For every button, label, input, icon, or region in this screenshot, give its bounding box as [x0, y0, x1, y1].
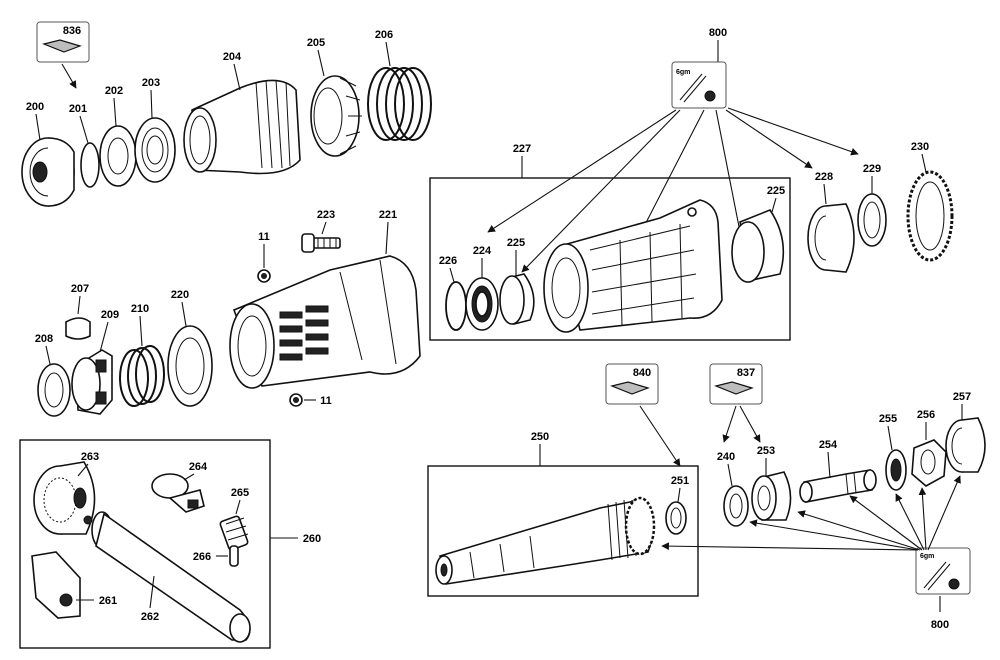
label-262: 262: [141, 611, 159, 623]
part-256: 256: [911, 409, 947, 487]
label-204: 204: [223, 51, 242, 63]
label-230: 230: [911, 141, 929, 153]
label-224: 224: [473, 245, 492, 257]
part-255: 255: [879, 413, 907, 491]
callout-836: 836: [36, 21, 90, 89]
part-250-spindle: [435, 496, 656, 585]
label-257: 257: [953, 391, 971, 403]
part-motor-housing: [543, 199, 723, 333]
part-224: 224: [465, 245, 499, 331]
callout-837: 837: [709, 363, 763, 443]
part-220: 220: [167, 289, 213, 407]
part-204: 204: [183, 51, 301, 175]
label-220: 220: [171, 289, 189, 301]
label-205: 205: [307, 37, 325, 49]
part-240: 240: [717, 451, 749, 527]
group-260: 260: [19, 439, 321, 649]
label-240: 240: [717, 451, 735, 463]
part-226: 226: [439, 255, 467, 331]
part-261: 261: [31, 551, 117, 619]
part-11-top: 11: [257, 231, 271, 283]
part-225-inner: 225: [499, 237, 535, 325]
label-265: 265: [231, 487, 249, 499]
label-201: 201: [69, 103, 87, 115]
part-200: 200: [21, 101, 75, 207]
group-227: 227: [429, 143, 791, 341]
part-223: 223: [301, 209, 341, 253]
part-257: 257: [945, 391, 986, 473]
label-203: 203: [142, 77, 160, 89]
label-253: 253: [757, 445, 775, 457]
part-253: 253: [751, 445, 792, 521]
part-262: 262: [83, 511, 251, 643]
part-229: 229: [857, 163, 887, 247]
label-225-inner: 225: [507, 237, 525, 249]
callout-800-bottom: 6gm 800: [661, 475, 971, 631]
part-251: 251: [665, 475, 689, 535]
part-206: 206: [367, 29, 432, 141]
label-251: 251: [671, 475, 689, 487]
part-11-bottom: 11: [289, 393, 332, 407]
label-227: 227: [513, 143, 531, 155]
label-229: 229: [863, 163, 881, 175]
label-11-bottom: 11: [320, 395, 332, 407]
part-208: 208: [35, 333, 71, 417]
label-260: 260: [303, 533, 321, 545]
label-206: 206: [375, 29, 393, 41]
part-265: 265: [219, 487, 249, 551]
part-230: 230: [906, 141, 954, 262]
label-223: 223: [317, 209, 335, 221]
group-250: 250: [427, 431, 699, 597]
label-263: 263: [81, 451, 99, 463]
callout-800-top: 800 6gm: [487, 27, 859, 317]
grease-label-bottom: 6gm: [920, 553, 934, 560]
part-263: 263: [33, 451, 99, 535]
label-250: 250: [531, 431, 549, 443]
part-254: 254: [799, 439, 877, 503]
label-202: 202: [105, 85, 123, 97]
part-264: 264: [151, 461, 208, 513]
label-255: 255: [879, 413, 897, 425]
label-225-outer: 225: [767, 185, 785, 197]
label-11-top: 11: [258, 231, 270, 243]
label-208: 208: [35, 333, 53, 345]
part-210: 210: [119, 303, 165, 407]
label-221: 221: [379, 209, 397, 221]
label-209: 209: [101, 309, 119, 321]
grease-label-top: 6gm: [676, 69, 690, 76]
part-203: 203: [134, 77, 176, 183]
part-266: 266: [193, 545, 239, 567]
part-205: 205: [307, 37, 362, 157]
label-800-top: 800: [709, 27, 727, 39]
label-228: 228: [815, 171, 833, 183]
callout-840: 840: [605, 363, 681, 467]
label-256: 256: [917, 409, 935, 421]
label-264: 264: [189, 461, 208, 473]
label-837: 837: [737, 367, 755, 379]
label-210: 210: [131, 303, 149, 315]
label-207: 207: [71, 283, 89, 295]
label-836: 836: [63, 25, 81, 37]
part-201: 201: [69, 103, 100, 188]
label-800-bottom: 800: [931, 619, 949, 631]
part-202: 202: [99, 85, 137, 187]
label-200: 200: [26, 101, 44, 113]
part-225-outer: 225: [731, 185, 785, 283]
label-261: 261: [99, 595, 117, 607]
label-840: 840: [633, 367, 651, 379]
label-226: 226: [439, 255, 457, 267]
label-266: 266: [193, 551, 211, 563]
part-209: 209: [71, 309, 119, 415]
part-221: 221: [229, 209, 421, 389]
label-254: 254: [819, 439, 838, 451]
part-228: 228: [807, 171, 855, 273]
part-207: 207: [65, 283, 91, 340]
